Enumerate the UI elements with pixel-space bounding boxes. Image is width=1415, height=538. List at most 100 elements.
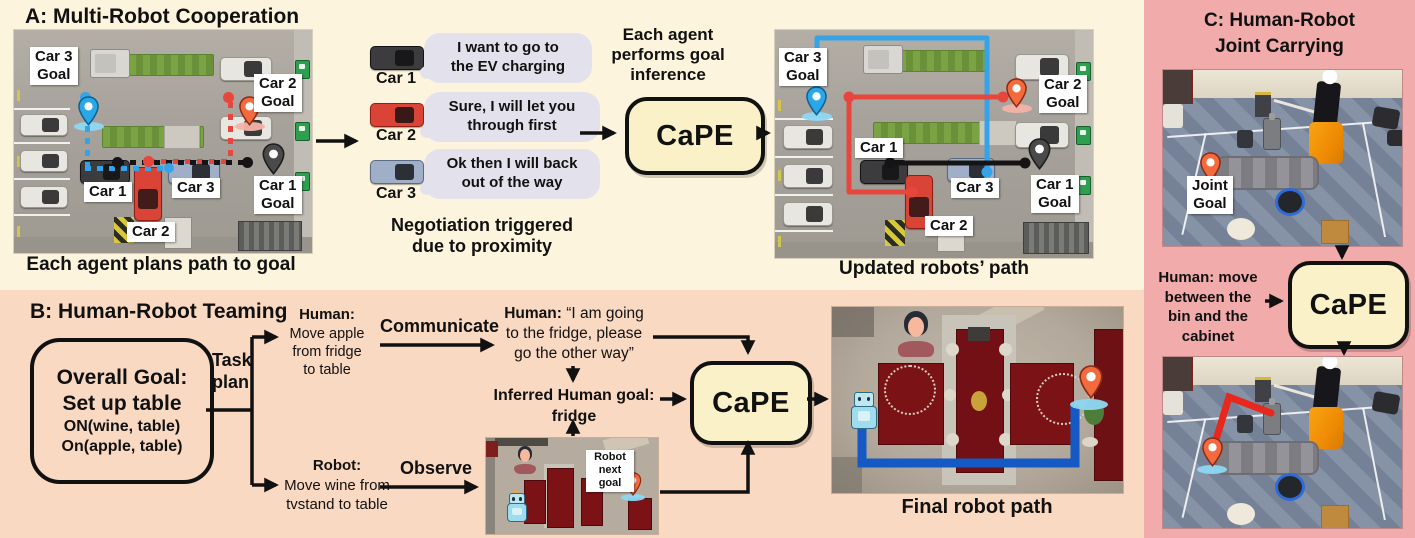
table	[547, 468, 574, 528]
car-1-bubble: I want to go to the EV charging	[420, 33, 592, 83]
label-car2: Car 2	[127, 222, 175, 242]
communicate-label: Communicate	[380, 316, 500, 336]
car-3-name: Car 3	[375, 185, 417, 202]
parking-scene-updated: Car 3 Goal Car 2 Goal Car 1 Car 3 Car 1 …	[775, 30, 1093, 258]
human-instruction: Human: move between the bin and the cabi…	[1158, 269, 1258, 345]
concrete-pad	[164, 125, 200, 149]
label-car3-goal: Car 3 Goal	[779, 48, 827, 86]
label-car2-goal: Car 2 Goal	[1039, 75, 1087, 113]
chair	[944, 389, 956, 401]
parked-car	[20, 150, 68, 172]
trash-bin	[1237, 130, 1253, 148]
joint-goal-pin	[1200, 152, 1221, 182]
label-car1: Car 1	[855, 138, 903, 158]
car3-path-dotted	[85, 102, 90, 168]
road-bottom	[775, 242, 1093, 258]
car3-path-dotted	[85, 166, 171, 171]
label-car1-goal: Car 1 Goal	[1031, 175, 1079, 213]
label-car1-goal: Car 1 Goal	[254, 176, 302, 214]
office-chair	[1371, 390, 1401, 416]
parked-van	[90, 49, 130, 78]
cape-node-a: CaPE	[625, 97, 765, 175]
panel-a-title: A: Multi-Robot Cooperation	[25, 5, 300, 28]
car2-path-dotted	[228, 102, 233, 162]
panel-b-title: B: Human-Robot Teaming	[30, 300, 288, 323]
human-quote: Human: “I am going to the fridge, please…	[497, 304, 651, 364]
label-car1: Car 1	[84, 182, 132, 202]
human-task-who: Human:	[299, 306, 355, 323]
car-2	[134, 167, 162, 221]
car1-goal-pin	[262, 143, 285, 175]
chair	[946, 433, 959, 446]
human-quote-text: “I am going to the fridge, please go the…	[505, 305, 644, 363]
car-2-bubble: Sure, I will let you through first	[420, 92, 600, 142]
task-plan-label: Task plan	[212, 350, 252, 392]
cardboard-box	[1321, 220, 1349, 244]
panel-multi-robot-cooperation: A: Multi-Robot Cooperation	[0, 0, 1144, 290]
cape-node-c: CaPE	[1288, 261, 1409, 349]
panel-human-robot-joint-carrying: C: Human-Robot Joint Carrying Joint	[1144, 0, 1415, 538]
table	[524, 480, 546, 524]
trash-bin	[1237, 415, 1253, 433]
car1-goal-pin	[1028, 138, 1051, 170]
chair	[999, 343, 1012, 356]
overall-goal-box: Overall Goal: Set up table ON(wine, tabl…	[30, 338, 214, 484]
carry-robot	[1263, 398, 1281, 435]
car-2-icon	[370, 103, 424, 127]
label-joint-goal: Joint Goal	[1187, 176, 1233, 214]
shelf	[1255, 92, 1271, 117]
car-1-name: Car 1	[375, 70, 417, 87]
label-car2: Car 2	[925, 216, 973, 236]
car2-goal-pin	[1006, 78, 1027, 108]
cardboard-box	[1321, 505, 1349, 528]
human-person	[1312, 80, 1342, 128]
cot-table	[1215, 441, 1319, 475]
inference-note: Each agent performs goal inference	[611, 25, 725, 84]
stop-bar	[885, 220, 905, 246]
human-quote-who: Human:	[504, 305, 562, 322]
goal-line-2: Set up table	[62, 392, 182, 415]
robot-task-who: Robot:	[312, 457, 362, 474]
human-task: Human: Move apple from fridge to table	[282, 306, 372, 379]
parked-car	[783, 202, 833, 226]
bike-rack	[238, 221, 302, 251]
observe-label: Observe	[400, 458, 473, 478]
car-3-bubble: Ok then I will back out of the way	[420, 149, 600, 199]
scene-updated-caption: Updated robots’ path	[839, 258, 1029, 279]
final-path-caption: Final robot path	[901, 496, 1053, 518]
panel-c-title: C: Human-Robot Joint Carrying	[1204, 10, 1355, 57]
ev-charger	[295, 122, 310, 141]
ev-charger	[1076, 126, 1091, 145]
parked-van	[863, 45, 903, 74]
car3-goal-pin	[806, 86, 827, 116]
scene-initial-caption: Each agent plans path to goal	[26, 254, 296, 275]
parking-scene-initial: Car 3 Goal Car 2 Goal Car 1 Car 3 Car 1 …	[14, 30, 312, 253]
stool	[1275, 473, 1305, 501]
chair	[946, 343, 959, 356]
goal-line-3: ON(wine, table)	[63, 418, 181, 436]
robot-avatar	[850, 389, 877, 429]
label-car2-goal: Car 2 Goal	[254, 74, 302, 112]
side-table	[1163, 104, 1183, 128]
stool	[1275, 188, 1305, 216]
car3-goal-pin	[78, 96, 99, 126]
human-task-what: Move apple from fridge to table	[289, 325, 365, 378]
goal-line-4: On(apple, table)	[61, 438, 183, 456]
label-car3-goal: Car 3 Goal	[30, 47, 78, 85]
goal-line-1: Overall Goal:	[56, 365, 188, 389]
floor-marker	[1227, 503, 1255, 525]
label-robot-next-goal: Robot next goal	[586, 450, 634, 492]
observe-scene: Robot next goal	[486, 438, 658, 534]
final-path-scene	[832, 307, 1123, 493]
fridge	[486, 441, 498, 457]
human-avatar	[514, 446, 536, 474]
car-2-name: Car 2	[375, 127, 417, 144]
label-car3: Car 3	[172, 178, 220, 198]
label-car3: Car 3	[951, 178, 999, 198]
floor-marker	[1227, 218, 1255, 240]
human-avatar	[898, 311, 934, 357]
car-1-icon	[370, 46, 424, 70]
robot-task-what: Move wine from tvstand to table	[284, 476, 390, 514]
human-person	[1312, 365, 1342, 413]
